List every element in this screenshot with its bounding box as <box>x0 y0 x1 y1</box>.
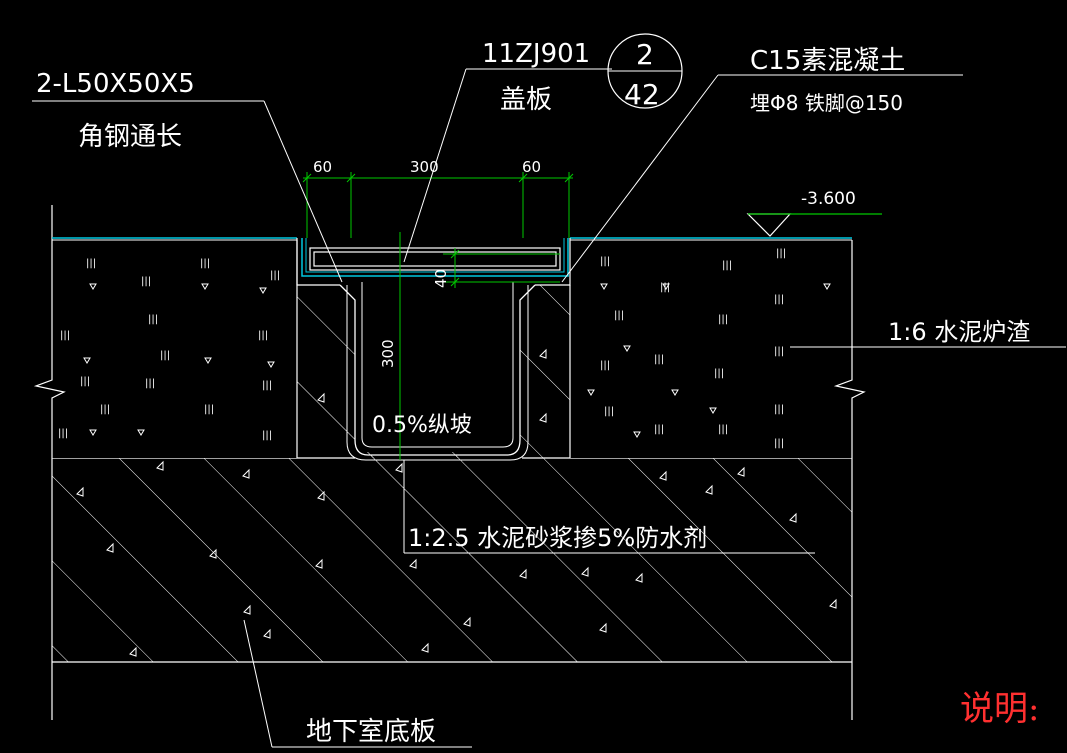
svg-text:|||: ||| <box>774 294 784 305</box>
cover-plate <box>309 247 561 271</box>
svg-text:|||: ||| <box>774 438 784 449</box>
angle-steel-frame <box>296 238 571 286</box>
dimension-texts: 60 300 60 40 300 <box>313 158 541 368</box>
boundary-lines <box>33 205 866 720</box>
svg-text:|||: ||| <box>604 406 614 417</box>
mortar-layer <box>297 285 570 458</box>
base-slab-label: 地下室底板 <box>306 717 436 747</box>
slag-fill-right: ||||||||| ||||||||| ||||||||| ||||||||| … <box>569 240 852 458</box>
svg-text:|||: ||| <box>148 314 158 325</box>
concrete-label: C15素混凝土 <box>750 46 905 76</box>
svg-text:|||: ||| <box>145 378 155 389</box>
dim-plate-thickness: 40 <box>432 269 450 288</box>
svg-text:|||: ||| <box>60 330 70 341</box>
slag-fill-left: ||||||||| ||||||||| ||||||||| ||||||||| … <box>52 240 298 458</box>
svg-text:|||: ||| <box>200 258 210 269</box>
standard-ref-label: 11ZJ901 <box>482 39 590 69</box>
reference-bubble: 2 42 <box>607 33 683 111</box>
svg-text:|||: ||| <box>204 404 214 415</box>
svg-text:|||: ||| <box>774 346 784 357</box>
svg-text:|||: ||| <box>722 260 732 271</box>
svg-text:|||: ||| <box>86 258 96 269</box>
svg-text:|||: ||| <box>141 276 151 287</box>
svg-text:|||: ||| <box>270 270 280 281</box>
dim-depth: 300 <box>379 339 397 368</box>
angle-steel-note: 角钢通长 <box>78 122 182 152</box>
svg-text:|||: ||| <box>160 350 170 361</box>
svg-text:|||: ||| <box>262 430 272 441</box>
svg-text:|||: ||| <box>600 256 610 267</box>
dimension-lines <box>302 172 574 460</box>
svg-text:|||: ||| <box>100 404 110 415</box>
svg-text:|||: ||| <box>774 404 784 415</box>
svg-text:|||: ||| <box>654 424 664 435</box>
elevation-marker <box>746 213 882 237</box>
slope-label: 0.5%纵坡 <box>372 413 472 438</box>
svg-text:|||: ||| <box>262 380 272 391</box>
svg-text:|||: ||| <box>614 310 624 321</box>
dim-center-width: 300 <box>410 158 439 176</box>
angle-steel-label: 2-L50X50X5 <box>36 69 195 99</box>
svg-text:|||: ||| <box>654 354 664 365</box>
concrete-note: 埋Φ8 铁脚@150 <box>750 91 903 115</box>
ref-num-top: 2 <box>636 38 654 71</box>
cover-plate-label: 盖板 <box>500 85 552 115</box>
svg-text:|||: ||| <box>718 314 728 325</box>
elevation-label: -3.600 <box>801 189 856 209</box>
explanation-label: 说明: <box>960 689 1039 729</box>
floor-surface <box>52 237 852 241</box>
svg-text:|||: ||| <box>718 424 728 435</box>
dim-left-width: 60 <box>313 158 332 176</box>
svg-text:|||: ||| <box>714 368 724 379</box>
leader-lines <box>32 68 1066 748</box>
ref-num-bottom: 42 <box>624 78 660 111</box>
svg-text:|||: ||| <box>58 428 68 439</box>
drainage-channel <box>339 282 536 461</box>
dim-right-width: 60 <box>522 158 541 176</box>
svg-text:|||: ||| <box>80 376 90 387</box>
slag-fill-label: 1:6 水泥炉渣 <box>888 318 1030 346</box>
base-slab <box>52 348 852 663</box>
svg-text:|||: ||| <box>776 248 786 259</box>
svg-text:|||: ||| <box>258 330 268 341</box>
mortar-label: 1:2.5 水泥砂浆掺5%防水剂 <box>408 524 707 552</box>
svg-text:|||: ||| <box>600 360 610 371</box>
